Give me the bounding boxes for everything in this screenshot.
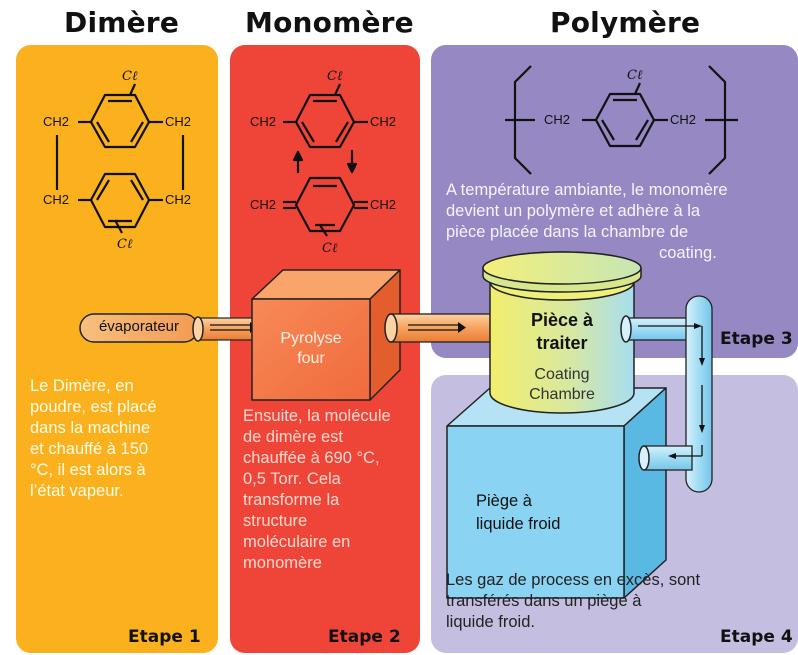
dimer-ch2-top-left: CH2 <box>43 114 70 129</box>
polymer-ch2-left: CH2 <box>544 112 571 127</box>
exhaust-pipes <box>620 295 713 493</box>
pyrolysis-label-line2: four <box>297 350 325 367</box>
monomer-cl-bottom: Cℓ <box>322 241 338 256</box>
monomer-description-line: structure <box>243 512 308 530</box>
monomer-description-line: monomère <box>243 554 322 572</box>
polymer-cl: Cℓ <box>627 68 643 83</box>
evaporator-label: évaporateur <box>98 318 180 335</box>
dimer-description: Le Dimère, en poudre, est placé dans la … <box>30 376 157 502</box>
header-monomer: Monomère <box>245 6 414 39</box>
part-label-line2: traiter <box>536 333 588 353</box>
monomer-ch2-top-left: CH2 <box>250 114 277 129</box>
trap-label-line2: liquide froid <box>476 515 561 533</box>
trap-label-line1: Piège à <box>476 492 532 510</box>
polymer-description: A température ambiante, le monomère devi… <box>446 180 728 264</box>
monomer-description: Ensuite, la molécule de dimère est chauf… <box>243 406 391 574</box>
dimer-molecule <box>55 83 185 234</box>
step-4-label: Etape 4 <box>720 627 793 647</box>
dimer-description-line: dans la machine <box>30 419 151 437</box>
dimer-ch2-top-right: CH2 <box>165 114 192 129</box>
header-dimer: Dimère <box>64 6 180 39</box>
dimer-description-line: °C, il est alors à <box>30 461 146 479</box>
chamber-label-line2: Chambre <box>529 386 595 403</box>
dimer-description-line: poudre, est placé <box>30 398 157 416</box>
dimer-cl-top: Cℓ <box>122 69 138 84</box>
dimer-description-line: et chauffé à 150 <box>30 440 149 458</box>
monomer-ch2-top-right: CH2 <box>370 114 397 129</box>
header-polymer: Polymère <box>550 6 701 39</box>
dimer-description-line: l’état vapeur. <box>30 482 124 500</box>
polymer-description-line: devient un polymère et adhère à la <box>446 202 701 220</box>
chamber-label-line1: Coating <box>534 366 590 383</box>
step-3-label: Etape 3 <box>720 329 793 349</box>
monomer-ch2-bottom-left: CH2 <box>250 197 277 212</box>
coating-chamber <box>482 251 642 414</box>
monomer-molecule <box>283 83 368 237</box>
dimer-ch2-bottom-right: CH2 <box>165 192 192 207</box>
monomer-description-line: moléculaire en <box>243 533 351 551</box>
polymer-description-line: coating. <box>659 244 717 262</box>
step-1-label: Etape 1 <box>128 627 201 647</box>
polymer-description-line: A température ambiante, le monomère <box>446 181 728 199</box>
polymer-description-line: pièce placée dans la chambre de <box>446 223 689 241</box>
trap-description-line: liquide froid. <box>446 613 535 631</box>
pyrolysis-label-line1: Pyrolyse <box>280 330 342 347</box>
trap-description: Les gaz de process en excès, sont transf… <box>446 570 700 633</box>
monomer-description-line: 0,5 Torr. Cela <box>243 470 341 488</box>
polymer-molecule <box>505 65 738 175</box>
dimer-panel <box>16 45 218 653</box>
polymer-ch2-right: CH2 <box>670 112 697 127</box>
part-label-line1: Pièce à <box>530 310 594 330</box>
dimer-ch2-bottom-left: CH2 <box>43 192 70 207</box>
evaporator-tube <box>79 313 261 343</box>
monomer-ch2-bottom-right: CH2 <box>370 197 397 212</box>
trap-description-line: transférés dans un piège à <box>446 592 642 610</box>
monomer-description-line: Ensuite, la molécule <box>243 407 391 425</box>
monomer-description-line: chauffée à 690 °C, <box>243 449 380 467</box>
pyrolysis-furnace <box>251 269 401 401</box>
dimer-description-line: Le Dimère, en <box>30 377 134 395</box>
monomer-description-line: de dimère est <box>243 428 343 446</box>
furnace-to-chamber-pipe <box>384 313 493 343</box>
monomer-cl-top: Cℓ <box>327 69 343 84</box>
step-2-label: Etape 2 <box>328 627 401 647</box>
trap-description-line: Les gaz de process en excès, sont <box>446 571 701 589</box>
monomer-description-line: transforme la <box>243 491 340 509</box>
dimer-cl-bottom: Cℓ <box>117 237 133 252</box>
